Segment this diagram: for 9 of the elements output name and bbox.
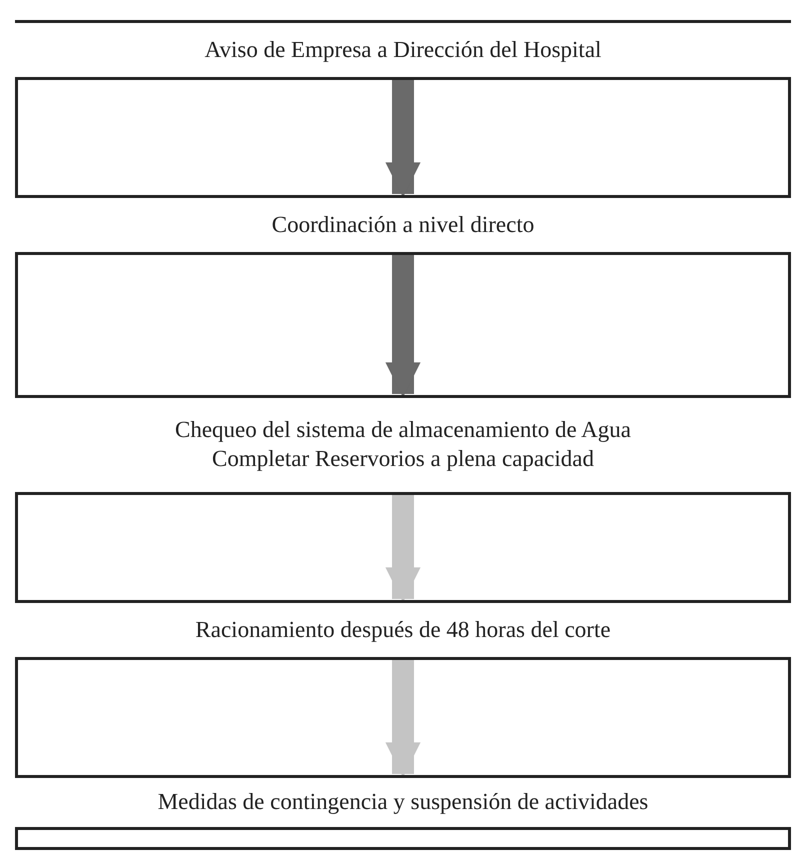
step-text: Medidas de contingencia y suspensión de actividades — [158, 788, 648, 816]
down-arrow — [385, 495, 421, 603]
down-arrow — [385, 660, 421, 778]
step-text: Racionamiento después de 48 horas del corte — [195, 616, 611, 644]
step-text: Aviso de Empresa a Dirección del Hospital — [204, 36, 602, 64]
step-text: Coordinación a nivel directo — [272, 210, 534, 239]
step-text: Chequeo del sistema de almacenamiento de Agua Completar Reservorios a plena capacidad — [174, 416, 632, 473]
down-arrow — [385, 80, 421, 198]
down-arrow — [385, 255, 421, 398]
